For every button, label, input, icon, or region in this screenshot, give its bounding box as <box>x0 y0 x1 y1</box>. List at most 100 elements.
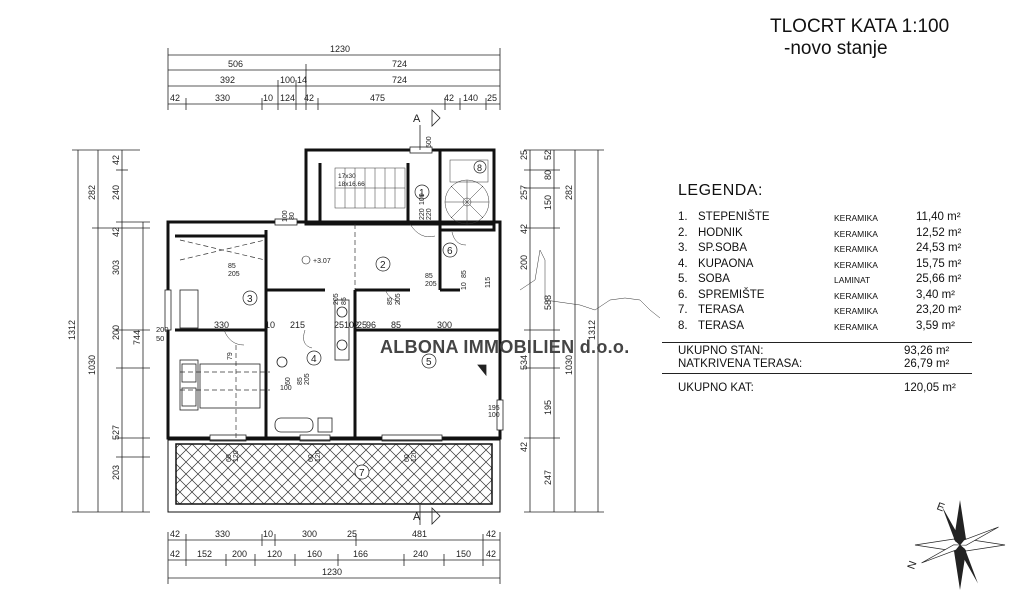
interior-dim: 205 <box>304 373 311 385</box>
windows <box>164 146 504 442</box>
dim-text: 300 <box>302 529 317 539</box>
dim-text: 42 <box>486 529 496 539</box>
legend-row-floor: KERAMIKA <box>834 306 878 316</box>
watermark-text: ALBONA IMMOBILIEN d.o.o. <box>380 337 630 357</box>
interior-dim: 85 <box>425 273 433 280</box>
room-number: 8 <box>477 163 482 173</box>
interior-dim: 100 <box>282 210 289 222</box>
compass-north-text: N <box>906 559 920 571</box>
interior-dim: 17x30 <box>338 173 356 180</box>
room-number: 4 <box>311 354 317 365</box>
dim-text: 42 <box>444 93 454 103</box>
interior-dim: 205 <box>425 281 437 288</box>
dim-text: 42 <box>170 529 180 539</box>
total-kat-label: UKUPNO KAT: <box>678 382 754 394</box>
dim-text: 25 <box>519 150 529 160</box>
interior-dim: 220 <box>426 208 433 220</box>
dim-text: 14 <box>297 75 307 85</box>
dim-text: 724 <box>392 75 407 85</box>
left-dimensions <box>72 149 150 513</box>
interior-dim: 330 <box>214 320 229 330</box>
interior-labels: 17x30 18x16.66 100 80 500 220 100 220 85… <box>156 136 500 462</box>
dim-text: 150 <box>456 549 471 559</box>
legend-row-number: 6. <box>678 288 688 301</box>
legend-divider <box>662 373 972 374</box>
dim-text: 481 <box>412 529 427 539</box>
interior-dim: 100 <box>419 193 426 205</box>
interior-dim: 300 <box>437 320 452 330</box>
dim-text: 195 <box>543 400 553 415</box>
compass-rose: N E <box>906 500 1006 590</box>
compass-east-text: E <box>935 501 946 515</box>
dim-text: 150 <box>543 195 553 210</box>
legend-row-floor: KERAMIKA <box>834 321 878 332</box>
interior-dim: 96 <box>366 320 376 330</box>
dim-text: 52 <box>543 150 553 160</box>
building-walls <box>166 148 502 440</box>
dim-text: 42 <box>304 93 314 103</box>
total-stan-area: 93,26 m² <box>904 345 950 357</box>
dim-text: 42 <box>519 224 529 234</box>
dim-text: 303 <box>111 260 121 275</box>
legend-row-floor: KERAMIKA <box>834 228 878 239</box>
interior-dim: 205 <box>333 293 340 305</box>
interior-dim: 100 <box>488 412 500 419</box>
dim-text: 1030 <box>564 355 574 375</box>
drawing-title: TLOCRT KATA 1:100 -novo stanje <box>770 16 949 60</box>
dim-text: 42 <box>519 442 529 452</box>
dim-text: 25 <box>347 529 357 539</box>
interior-dim: 85 <box>341 297 348 305</box>
legend-row-number: 7. <box>678 304 688 316</box>
legend-divider <box>662 342 972 343</box>
legend-row-number: 5. <box>678 273 688 285</box>
dim-text: 42 <box>486 549 496 559</box>
interior-dim: 25 <box>357 320 367 330</box>
terrace <box>167 439 501 513</box>
interior-dim: 115 <box>485 277 492 288</box>
interior-dim: 10 <box>265 320 275 330</box>
dim-text: 475 <box>370 93 385 103</box>
legend-row-area: 24,53 m² <box>916 242 962 254</box>
legend-row-area: 3,40 m² <box>916 288 955 301</box>
interior-dim: 60 <box>226 454 233 462</box>
legend-row-name: TERASA <box>698 304 745 316</box>
legend-row-area: 25,66 m² <box>916 273 962 285</box>
dim-text: 152 <box>197 549 212 559</box>
interior-dim: 85 <box>391 320 401 330</box>
legend-row-name: HODNIK <box>698 226 743 239</box>
roof-outline <box>519 249 661 319</box>
legend-row-number: 8. <box>678 319 688 332</box>
interior-dim: 215 <box>290 320 305 330</box>
left-dimension-texts: 1312 282 1030 42 240 42 303 200 527 203 … <box>67 155 142 480</box>
level-text: +3.07 <box>313 258 331 265</box>
total-kat-area: 120,05 m² <box>904 382 956 394</box>
total-kat-row: UKUPNO KAT: 120,05 m² <box>678 382 968 394</box>
dim-text: 744 <box>132 330 142 345</box>
bottom-dimension-texts: 42 330 10 300 25 481 42 42 152 200 120 1… <box>170 529 496 577</box>
interior-dim: 85 <box>297 377 304 385</box>
dim-text: 1030 <box>87 355 97 375</box>
dim-text: 120 <box>267 549 282 559</box>
interior-dim: 120 <box>315 450 322 462</box>
dim-text: 1230 <box>330 44 350 54</box>
total-terasa-row: NATKRIVENA TERASA: 26,79 m² <box>678 358 968 370</box>
total-stan-row: UKUPNO STAN: 93,26 m² <box>678 345 968 357</box>
interior-dim: 50 <box>156 334 164 343</box>
legend-row-floor: KERAMIKA <box>834 259 878 270</box>
spiral-stair <box>444 159 490 225</box>
legend-row-name: STEPENIŠTE <box>698 211 770 223</box>
legend-row-number: 3. <box>678 242 688 254</box>
dim-text: 200 <box>519 255 529 270</box>
right-dimension-texts: 25 80 52 257 150 42 200 588 534 195 247 … <box>519 150 597 485</box>
legend-row-name: SOBA <box>698 273 730 285</box>
room-number: 5 <box>426 357 432 368</box>
legend-row-area: 3,59 m² <box>916 319 955 332</box>
dim-text: 1312 <box>587 320 597 340</box>
dim-text: 282 <box>87 185 97 200</box>
title-line: TLOCRT KATA 1:100 <box>770 16 950 37</box>
